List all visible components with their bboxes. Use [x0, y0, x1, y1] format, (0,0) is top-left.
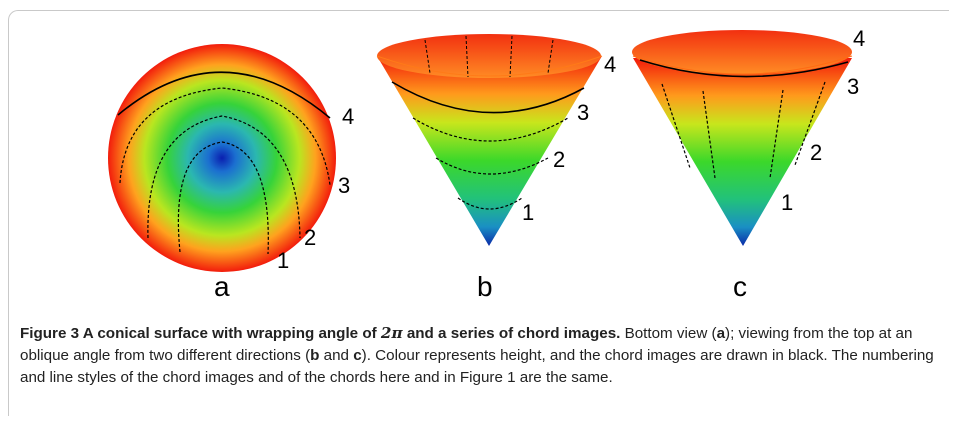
panel-a-label-3: 3	[338, 173, 350, 198]
figure-frame	[8, 10, 949, 416]
panel-c-graphic	[632, 30, 853, 246]
caption-text-1: Bottom view (	[620, 325, 717, 342]
caption-title-post: and a series of chord images.	[402, 325, 621, 342]
panel-b-rim-front	[376, 55, 603, 77]
panel-b-chord-1	[457, 197, 523, 210]
panel-c-label-2: 2	[810, 140, 822, 165]
panel-b-chord-4	[391, 81, 585, 114]
figure-caption: Figure 3 A conical surface with wrapping…	[20, 322, 940, 389]
panel-b-chord-3	[412, 117, 569, 142]
panel-b-chord-2	[435, 157, 549, 175]
panel-a-label-4: 4	[342, 104, 354, 129]
caption-title-math: 2π	[380, 324, 403, 342]
panel-c-letter: c	[733, 271, 747, 302]
panel-a-label-2: 2	[304, 225, 316, 250]
panel-b-label-4: 4	[604, 52, 616, 77]
panel-b-letter: b	[477, 271, 493, 302]
panel-b-rim	[377, 34, 601, 78]
caption-title-pre: Figure 3 A conical surface with wrapping…	[20, 325, 381, 342]
panel-c-label-4: 4	[853, 26, 865, 51]
caption-ref-b: b	[310, 347, 320, 364]
panel-a-chord-1	[177, 141, 269, 255]
caption-text-2: ); viewing from the top at an oblique an…	[20, 325, 913, 364]
panel-a-chord-4	[117, 71, 331, 119]
panel-b-label-1: 1	[522, 200, 534, 225]
panel-b-cone-body	[377, 56, 602, 246]
panel-c-rim-front	[632, 55, 853, 75]
panel-b-label-3: 3	[577, 100, 589, 125]
panel-c-label-1: 1	[781, 190, 793, 215]
figure-illustration: 4 3 2 1 a 4 3 2 1 b 4 3 2 1 c	[108, 26, 865, 302]
panel-c-label-3: 3	[847, 74, 859, 99]
panel-c-rim	[632, 30, 852, 74]
panel-a-disk	[108, 44, 336, 272]
panel-b-label-2: 2	[553, 147, 565, 172]
panel-c-chord-4	[639, 59, 849, 78]
caption-text-4: ). Colour represents height, and the cho…	[20, 347, 934, 386]
caption-ref-c: c	[353, 347, 362, 364]
panel-b-graphic	[376, 34, 603, 246]
panel-a-graphic	[108, 44, 336, 272]
panel-c-cone-body	[633, 58, 852, 246]
panel-a-letter: a	[214, 271, 230, 302]
panel-a-chord-2	[147, 115, 301, 239]
panel-a-chord-3	[119, 87, 331, 186]
caption-ref-a: a	[716, 325, 726, 342]
panel-a-label-1: 1	[277, 248, 289, 273]
caption-text-3: and	[319, 347, 354, 364]
